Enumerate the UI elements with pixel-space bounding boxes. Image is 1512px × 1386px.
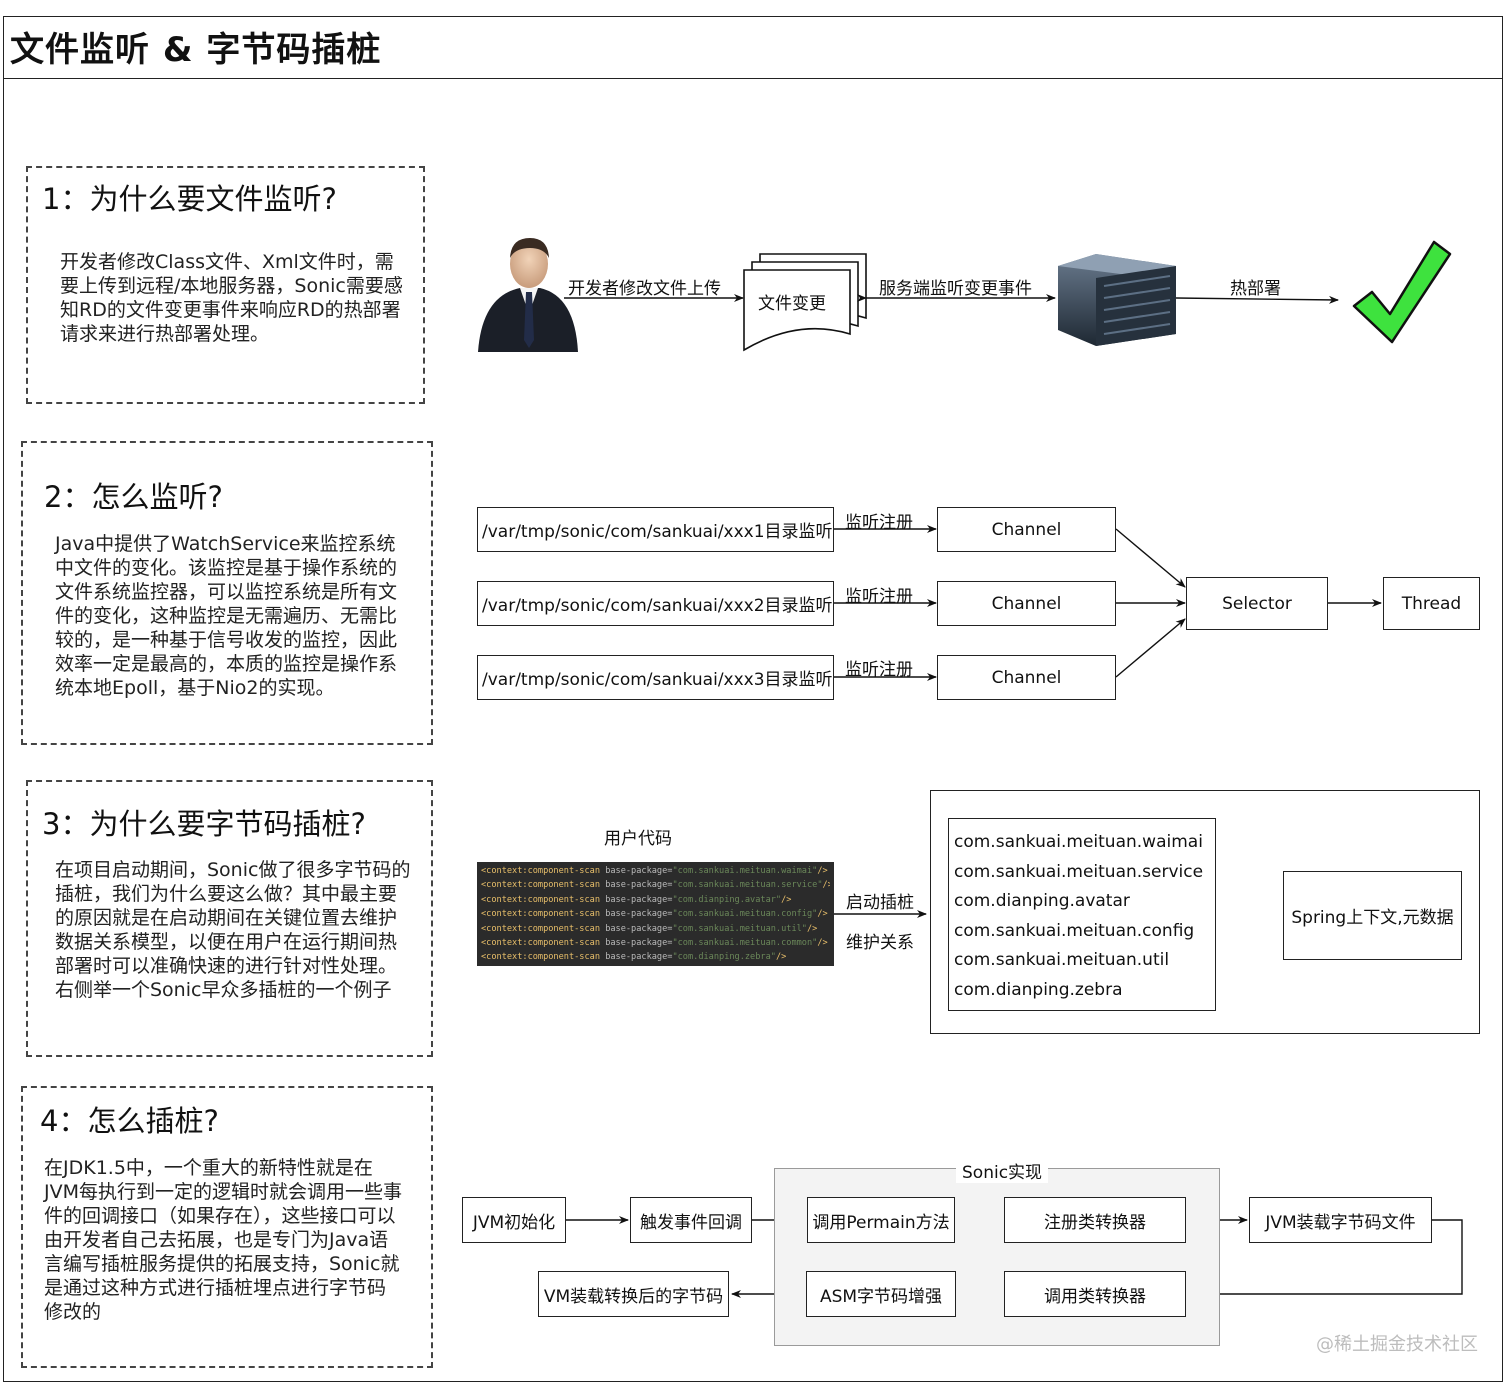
code-token: "com.sankuai.meituan.service" [672, 880, 823, 891]
code-token: /> [817, 866, 828, 876]
package-item: com.dianping.zebra [954, 979, 1123, 1000]
code-token: /> [781, 894, 792, 905]
section-4-body: 在JDK1.5中，一个重大的新特性就是在JVM每执行到一定的逻辑时就会调用一些事… [44, 1157, 402, 1323]
package-list-box: com.sankuai.meituan.waimai com.sankuai.m… [948, 818, 1216, 1011]
code-token: "com.dianping.zebra" [672, 952, 776, 963]
vm-load-transformed-box: VM装载转换后的字节码 [538, 1271, 729, 1317]
code-token: <context:component-scan [481, 938, 606, 949]
code-line: <context:component-scan base-package="co… [481, 907, 830, 921]
code-token: <context:component-scan [481, 880, 606, 891]
code-token: /> [775, 952, 787, 963]
edge-listen-label: 服务端监听变更事件 [879, 279, 1032, 299]
register-label-1: 监听注册 [845, 513, 913, 533]
asm-enhance-box: ASM字节码增强 [806, 1271, 956, 1317]
section-1-heading: 1：为什么要文件监听? [42, 182, 337, 216]
section-1-panel [26, 166, 425, 404]
thread-box: Thread [1383, 577, 1480, 630]
server-icon [1058, 254, 1176, 346]
code-token: <context:component-scan [481, 952, 606, 963]
title-bar [3, 16, 1503, 79]
watch-dir-3: /var/tmp/sonic/com/sankuai/xxx3目录监听 [477, 655, 834, 700]
section-2-body: Java中提供了WatchService来监控系统中文件的变化。该监控是基于操作… [55, 533, 398, 699]
user-code-snippet: <context:component-scan base-package="co… [477, 862, 834, 966]
section-4-heading: 4：怎么插桩? [40, 1104, 219, 1138]
canvas-frame [3, 16, 1503, 1382]
edge-instrument-label: 启动插桩 [846, 893, 914, 913]
code-token: /> [806, 923, 818, 934]
sonic-group-title: Sonic实现 [956, 1158, 1049, 1183]
package-item: com.sankuai.meituan.util [954, 950, 1170, 971]
code-token: base-package= [605, 866, 673, 876]
edge-maintain-label: 维护关系 [846, 933, 914, 953]
package-item: com.sankuai.meituan.service [954, 861, 1204, 882]
section-3-heading: 3：为什么要字节码插桩? [42, 807, 366, 841]
call-transformer-box: 调用类转换器 [1004, 1271, 1186, 1317]
code-token: "com.dianping.avatar" [672, 894, 782, 905]
code-token: "com.sankuai.meituan.util" [672, 923, 807, 934]
jvmload-to-calltransformer-arrow [1188, 1219, 1463, 1298]
checkmark-icon [1352, 240, 1452, 344]
watermark: @稀土掘金技术社区 [1316, 1334, 1478, 1355]
document-stack-icon [743, 253, 867, 352]
trigger-callback-box: 触发事件回调 [630, 1197, 752, 1243]
code-line: <context:component-scan base-package="co… [481, 864, 830, 878]
edge-deploy-arrow [1175, 295, 1339, 304]
code-token: base-package= [605, 952, 673, 963]
register-label-3: 监听注册 [845, 660, 913, 680]
section-1-body: 开发者修改Class文件、Xml文件时，需要上传到远程/本地服务器，Sonic需… [60, 251, 403, 345]
channel1-to-selector-arrow [1115, 528, 1186, 588]
user-code-title: 用户代码 [604, 829, 672, 849]
package-item: com.sankuai.meituan.config [954, 920, 1195, 941]
code-token: /> [822, 880, 831, 891]
code-line: <context:component-scan base-package="co… [481, 922, 830, 936]
section-4-panel [21, 1086, 433, 1368]
code-token: <context:component-scan [481, 923, 606, 934]
section-2-heading: 2：怎么监听? [44, 480, 223, 514]
page-title: 文件监听 & 字节码插桩 [10, 30, 382, 70]
code-line: <context:component-scan base-package="co… [481, 936, 830, 950]
code-token: /> [817, 909, 828, 920]
code-token: "com.sankuai.meituan.waimai" [672, 866, 818, 876]
selector-box: Selector [1186, 577, 1328, 630]
package-item: com.dianping.avatar [954, 891, 1130, 912]
permain-box: 调用Permain方法 [807, 1197, 955, 1243]
spring-context-box: Spring上下文,元数据 [1283, 871, 1462, 960]
jvm-load-box: JVM装载字节码文件 [1249, 1197, 1432, 1243]
code-token: <context:component-scan [481, 909, 606, 920]
section-3-body: 在项目启动期间，Sonic做了很多字节码的插桩，我们为什么要这么做？其中最主要的… [55, 859, 411, 1001]
code-token: base-package= [605, 880, 673, 891]
watch-dir-1: /var/tmp/sonic/com/sankuai/xxx1目录监听 [477, 507, 834, 552]
code-line: <context:component-scan base-package="co… [481, 950, 830, 964]
code-token: base-package= [605, 909, 673, 920]
channel-box-3: Channel [937, 655, 1116, 700]
code-line: <context:component-scan base-package="co… [481, 878, 830, 892]
package-item: com.sankuai.meituan.waimai [954, 832, 1203, 852]
code-token: "com.sankuai.meituan.common" [672, 938, 818, 949]
channel-box-2: Channel [937, 581, 1116, 626]
edge-deploy-label: 热部署 [1230, 279, 1281, 299]
document-label: 文件变更 [758, 294, 826, 314]
code-token: /> [817, 938, 828, 949]
channel3-to-selector-arrow [1115, 618, 1186, 678]
code-token: <context:component-scan [481, 866, 606, 876]
code-token: "com.sankuai.meituan.config" [672, 909, 818, 920]
code-token: <context:component-scan [481, 894, 606, 905]
register-transformer-box: 注册类转换器 [1004, 1197, 1186, 1243]
code-line: <context:component-scan base-package="co… [481, 893, 830, 907]
code-token: base-package= [605, 938, 673, 949]
edge-upload-label: 开发者修改文件上传 [568, 279, 721, 299]
code-token: base-package= [605, 923, 673, 934]
section-2-panel [21, 441, 433, 745]
jvm-init-box: JVM初始化 [462, 1197, 566, 1243]
register-label-2: 监听注册 [845, 587, 913, 607]
channel-box-1: Channel [937, 507, 1116, 552]
section-3-panel [26, 780, 433, 1057]
watch-dir-2: /var/tmp/sonic/com/sankuai/xxx2目录监听 [477, 581, 834, 626]
sonic-implementation-group [774, 1168, 1220, 1346]
developer-avatar-icon [478, 238, 578, 352]
code-token: base-package= [605, 894, 673, 905]
